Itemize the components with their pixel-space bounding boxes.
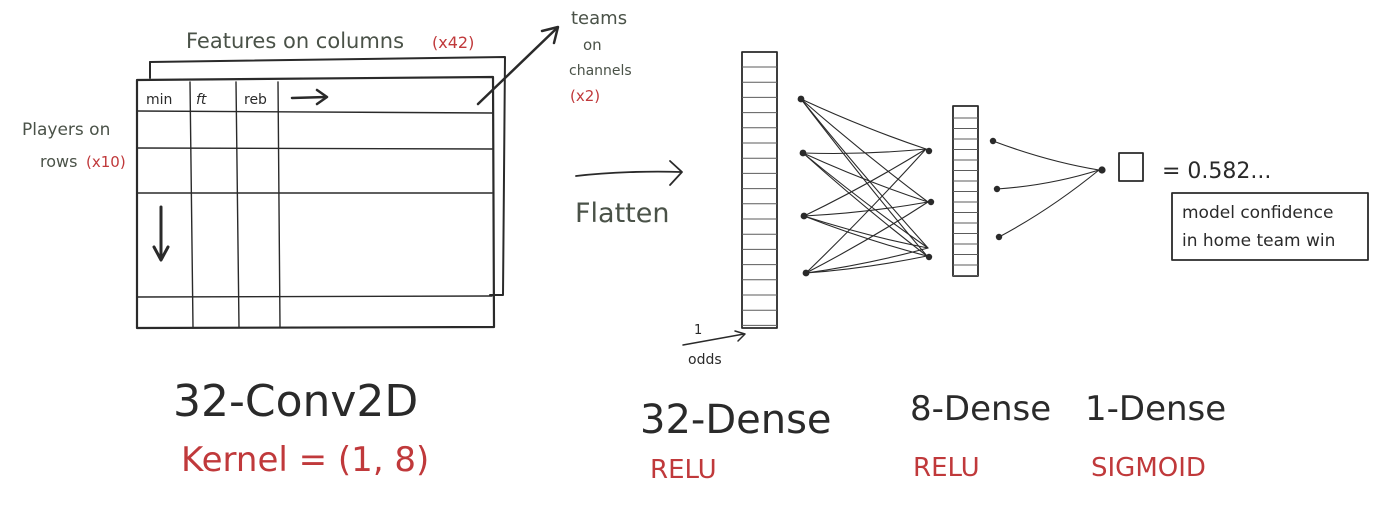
output-value: = 0.582... — [1162, 159, 1271, 184]
odds-count: 1 — [694, 323, 702, 338]
dense-8-activation: RELU — [913, 453, 980, 483]
players-label: Players on — [22, 120, 110, 140]
dense-1-activation: SIGMOID — [1091, 453, 1206, 483]
connection-edge — [805, 148, 927, 274]
teams-label-channels: channels — [569, 63, 632, 79]
column-header-min: min — [146, 92, 172, 108]
dense-8-vector — [952, 105, 979, 277]
neuron-node — [927, 198, 935, 206]
neuron-node — [799, 149, 807, 157]
column-direction-arrow — [290, 95, 328, 100]
dense-connections-2 — [992, 140, 1100, 238]
output-unit — [1118, 152, 1144, 182]
odds-label: odds — [688, 352, 722, 368]
output-node — [1098, 166, 1106, 174]
connection-edge — [803, 148, 927, 217]
features-label: Features on columns — [186, 29, 404, 53]
neuron-node — [802, 269, 810, 277]
players-label-rows: rows — [40, 152, 77, 171]
channel-direction-arrow — [476, 26, 559, 106]
conv-layer-kernel: Kernel = (1, 8) — [181, 440, 429, 480]
output-note-line1: model confidence — [1182, 203, 1333, 223]
connection-edge — [992, 140, 1100, 171]
connection-edge — [803, 215, 929, 249]
features-count: (x42) — [432, 33, 474, 52]
channel-back-sheet — [149, 56, 506, 296]
neuron-node — [800, 212, 808, 220]
input-table: min ft reb — [135, 75, 496, 330]
odds-arrow — [682, 333, 745, 346]
connection-edge — [805, 201, 929, 274]
players-count: (x10) — [86, 153, 126, 171]
dense-32-activation: RELU — [650, 455, 717, 485]
dense-8-nodes — [989, 137, 1003, 241]
dense-32-vector — [741, 51, 778, 329]
neuron-node — [797, 95, 805, 103]
output-note-box — [1171, 192, 1369, 261]
dense-32-nodes — [797, 95, 810, 277]
teams-label: teams — [571, 8, 627, 29]
connection-edge — [802, 152, 929, 249]
connection-edge — [805, 247, 929, 274]
flatten-arrow — [575, 170, 682, 177]
column-header-ft: ft — [196, 92, 207, 108]
neuron-node — [993, 185, 1001, 193]
dense-8-input-nodes — [925, 147, 935, 261]
connection-edge — [800, 98, 927, 150]
neuron-node — [925, 147, 933, 155]
connection-edge — [802, 148, 927, 155]
connection-edge — [998, 169, 1100, 238]
dense-8-title: 8-Dense — [910, 389, 1051, 429]
teams-label-on: on — [583, 36, 602, 54]
neuron-node — [925, 253, 933, 261]
teams-count: (x2) — [570, 87, 600, 105]
flatten-label: Flatten — [575, 198, 669, 229]
connection-edge — [805, 255, 928, 274]
connection-edge — [802, 152, 929, 203]
column-header-reb: reb — [244, 92, 267, 108]
neuron-node — [989, 137, 997, 145]
conv-layer-title: 32-Conv2D — [173, 376, 418, 427]
connection-edge — [803, 201, 929, 217]
neuron-node — [995, 233, 1003, 241]
dense-32-title: 32-Dense — [640, 397, 832, 443]
connection-edge — [800, 98, 929, 249]
connection-edge — [996, 169, 1100, 190]
dense-connections-1 — [800, 98, 929, 274]
output-note-line2: in home team win — [1182, 231, 1335, 251]
dense-1-title: 1-Dense — [1085, 389, 1226, 429]
